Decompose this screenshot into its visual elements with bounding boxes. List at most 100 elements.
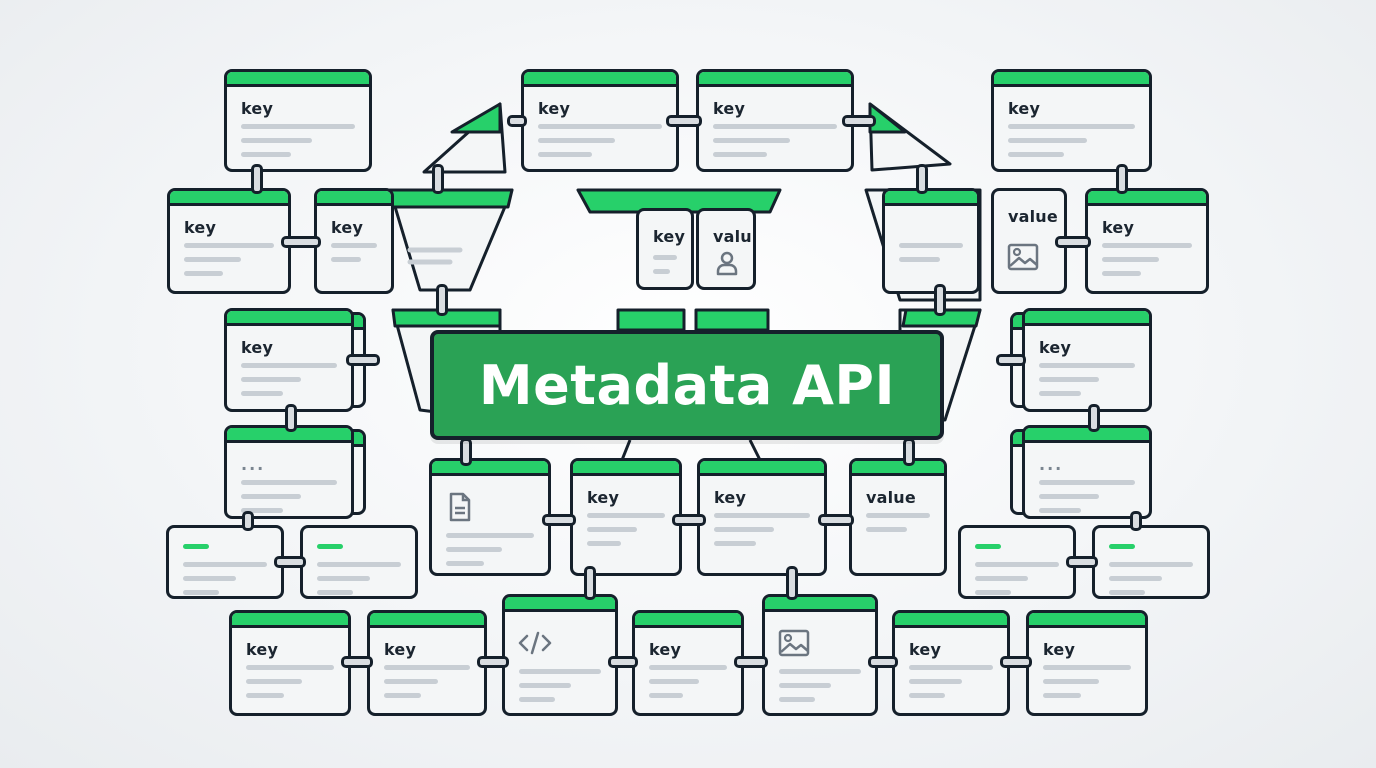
content-line [653, 255, 677, 260]
accent-dash [1109, 544, 1135, 549]
content-line [446, 533, 534, 538]
metadata-card: key [697, 458, 827, 576]
connector-link [436, 284, 448, 316]
content-line [331, 257, 362, 262]
content-line [1039, 363, 1135, 368]
content-line [909, 679, 963, 684]
content-line [317, 576, 371, 581]
content-line [241, 480, 337, 485]
content-line [519, 683, 571, 688]
card-label: key [241, 99, 274, 118]
content-line [1109, 562, 1193, 567]
connector-link [281, 236, 321, 248]
connector-link [432, 164, 444, 194]
card-label: key [1039, 338, 1072, 357]
content-line [184, 271, 224, 276]
content-line [1102, 243, 1192, 248]
metadata-card: key [1085, 188, 1209, 294]
metadata-card: key [632, 610, 744, 716]
card-header-bar [699, 72, 851, 87]
content-line [587, 513, 665, 518]
card-label: valu [713, 227, 752, 246]
metadata-card-document [429, 458, 551, 576]
content-line [649, 679, 699, 684]
connector-link [242, 511, 254, 531]
card-label: key [909, 640, 942, 659]
metadata-card [882, 188, 980, 294]
content-line [246, 693, 285, 698]
content-line [649, 693, 683, 698]
content-line [1039, 508, 1081, 513]
card-label: ... [1039, 455, 1064, 474]
connector-link [903, 438, 915, 466]
connector-link [934, 284, 946, 316]
connector-link [1066, 556, 1098, 568]
content-line [713, 124, 837, 129]
content-line [241, 377, 302, 382]
card-label: key [1043, 640, 1076, 659]
content-line [183, 576, 237, 581]
connector-link [1055, 236, 1091, 248]
card-header-bar [635, 613, 741, 628]
metadata-card-user: valu [696, 208, 756, 290]
content-line [866, 513, 930, 518]
content-line [331, 243, 377, 248]
content-line [241, 391, 283, 396]
content-line [714, 541, 756, 546]
connector-link [608, 656, 638, 668]
metadata-card: value [849, 458, 947, 576]
content-line [317, 590, 354, 595]
card-label: key [713, 99, 746, 118]
metadata-card: key [892, 610, 1010, 716]
card-header-bar [1088, 191, 1206, 206]
metadata-card: key [991, 69, 1152, 172]
page-title: Metadata API [478, 353, 896, 417]
content-line [1043, 679, 1099, 684]
content-line [246, 665, 334, 670]
card-header-bar [765, 597, 875, 612]
content-line [714, 527, 775, 532]
connector-link [672, 514, 706, 526]
content-line [909, 693, 946, 698]
metadata-card: key [636, 208, 694, 290]
content-line [183, 562, 267, 567]
connector-link [285, 404, 297, 432]
content-line [653, 269, 671, 274]
metadata-card: key [521, 69, 679, 172]
content-line [446, 547, 502, 552]
accent-dash [317, 544, 343, 549]
card-header-bar [317, 191, 391, 206]
connector-link [584, 566, 596, 600]
connector-link [341, 656, 373, 668]
content-line [975, 576, 1029, 581]
card-label: value [1008, 207, 1058, 226]
card-label: key [649, 640, 682, 659]
content-line [241, 494, 302, 499]
link-line [620, 439, 632, 461]
content-line [587, 541, 621, 546]
card-label: key [241, 338, 274, 357]
card-label: key [331, 218, 364, 237]
connector-link [346, 354, 380, 366]
connector-link [460, 438, 472, 466]
connector-link [818, 514, 854, 526]
content-line [779, 697, 815, 702]
content-line [1109, 590, 1146, 595]
content-line [384, 679, 439, 684]
title-banner: Metadata API [430, 330, 944, 440]
metadata-card: key [314, 188, 394, 294]
metadata-card [1092, 525, 1210, 599]
card-header-bar [432, 461, 548, 476]
card-label: ... [241, 455, 266, 474]
content-line [384, 693, 422, 698]
card-header-bar [227, 311, 351, 326]
content-line [713, 138, 791, 143]
card-label: key [653, 227, 686, 246]
content-line [866, 527, 908, 532]
connector-link [251, 164, 263, 194]
card-label: key [384, 640, 417, 659]
content-line [975, 562, 1059, 567]
card-header-bar [370, 613, 484, 628]
metadata-card-code [502, 594, 618, 716]
document-icon [444, 491, 476, 523]
